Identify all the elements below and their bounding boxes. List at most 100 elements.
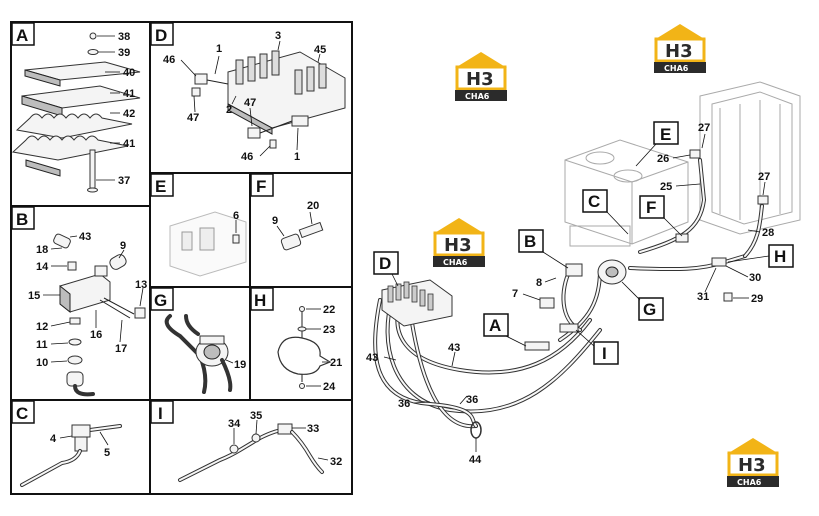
svg-text:44: 44	[469, 454, 482, 466]
main-pump	[524, 259, 627, 351]
svg-text:21: 21	[330, 357, 342, 369]
main-callouts: E C F B D A I	[373, 121, 794, 365]
svg-text:D: D	[379, 254, 391, 273]
svg-text:10: 10	[36, 357, 48, 369]
callout-e: E	[635, 121, 679, 167]
detail-grid	[10, 21, 353, 495]
svg-text:20: 20	[307, 200, 319, 212]
svg-text:41: 41	[123, 88, 135, 100]
svg-text:42: 42	[123, 108, 135, 120]
svg-text:46: 46	[241, 151, 253, 163]
svg-text:40: 40	[123, 67, 135, 79]
svg-text:43: 43	[366, 352, 378, 364]
callout-c: C	[582, 189, 629, 235]
svg-text:47: 47	[244, 97, 256, 109]
callout-g: G	[621, 281, 664, 321]
panel-a-drawing: 38 39 40 41 42 41 37	[11, 31, 141, 193]
svg-text:19: 19	[234, 359, 246, 371]
svg-text:25: 25	[660, 181, 672, 193]
svg-text:27: 27	[698, 122, 710, 134]
svg-text:C: C	[16, 404, 28, 423]
svg-text:22: 22	[323, 304, 335, 316]
svg-text:37: 37	[118, 175, 130, 187]
panel-g-drawing: 19	[164, 314, 246, 394]
svg-text:41: 41	[123, 138, 135, 150]
svg-text:39: 39	[118, 47, 130, 59]
svg-text:29: 29	[751, 293, 763, 305]
panel-f-drawing: 20 9	[272, 200, 324, 251]
panel-i-label: I	[150, 400, 174, 424]
svg-text:47: 47	[187, 112, 199, 124]
svg-text:33: 33	[307, 423, 319, 435]
svg-text:4: 4	[50, 433, 57, 445]
svg-text:5: 5	[104, 447, 110, 459]
svg-text:G: G	[643, 300, 656, 319]
svg-text:F: F	[646, 198, 656, 217]
svg-text:E: E	[660, 125, 671, 144]
panel-h-drawing: 22 23 21 24	[277, 304, 342, 393]
svg-text:38: 38	[118, 31, 130, 43]
callout-b: B	[518, 229, 569, 269]
panel-e-drawing: 6	[169, 210, 247, 277]
svg-text:11: 11	[36, 339, 48, 351]
svg-text:14: 14	[36, 261, 49, 273]
svg-text:34: 34	[228, 418, 241, 430]
callout-h: H	[727, 244, 794, 268]
svg-text:H: H	[254, 291, 266, 310]
svg-text:A: A	[16, 26, 28, 45]
svg-text:B: B	[524, 232, 536, 251]
callout-i: I	[575, 329, 619, 365]
svg-text:18: 18	[36, 244, 48, 256]
svg-text:G: G	[154, 291, 167, 310]
callout-d: D	[373, 251, 399, 287]
svg-text:17: 17	[115, 343, 127, 355]
svg-text:7: 7	[512, 288, 518, 300]
watermark-logo-3: H3 CHA6	[433, 218, 485, 267]
radiator-outline	[699, 81, 801, 235]
panel-i-drawing: 34 35 33 32	[178, 410, 342, 482]
main-part-numbers: 27 26 25 27 28 8 7 30 31 29 43 43 36 36 …	[366, 122, 774, 466]
svg-text:6: 6	[233, 210, 239, 222]
svg-text:12: 12	[36, 321, 48, 333]
svg-text:35: 35	[250, 410, 262, 422]
svg-text:23: 23	[323, 324, 335, 336]
panel-e-label: E	[150, 173, 174, 197]
panel-c-drawing: 4 5	[20, 424, 122, 487]
main-control-valve	[381, 279, 453, 327]
panel-d-drawing: 46 1 3 45 2 47 47 46 1	[163, 30, 346, 163]
panel-d-label: D	[150, 22, 174, 46]
panel-h-label: H	[250, 287, 274, 311]
svg-text:26: 26	[657, 153, 669, 165]
panel-b-drawing: 43 18 9 14 13 15 12 16 17 11 10	[28, 231, 147, 397]
callout-a: A	[483, 313, 527, 347]
svg-text:H: H	[774, 247, 786, 266]
svg-text:CHA6: CHA6	[737, 478, 762, 487]
callout-f: F	[639, 195, 683, 237]
svg-text:F: F	[256, 177, 266, 196]
svg-text:36: 36	[398, 398, 410, 410]
svg-text:H3: H3	[444, 235, 472, 256]
svg-text:H3: H3	[665, 41, 693, 62]
panel-letter-boxes: A D B E F G H C	[11, 22, 274, 424]
svg-text:B: B	[16, 210, 28, 229]
svg-text:I: I	[158, 404, 163, 423]
watermark-logo-1: H3 CHA6	[455, 52, 507, 101]
watermark-logo-4: H3 CHA6	[727, 438, 779, 487]
svg-text:16: 16	[90, 329, 102, 341]
hose-bundle	[373, 158, 764, 439]
svg-text:45: 45	[314, 44, 326, 56]
svg-text:28: 28	[762, 227, 774, 239]
svg-text:2: 2	[226, 104, 232, 116]
svg-text:30: 30	[749, 272, 761, 284]
svg-text:CHA6: CHA6	[443, 258, 468, 267]
svg-text:36: 36	[466, 394, 478, 406]
svg-text:43: 43	[79, 231, 91, 243]
svg-text:1: 1	[294, 151, 300, 163]
svg-text:I: I	[602, 344, 607, 363]
svg-text:8: 8	[536, 277, 542, 289]
svg-text:32: 32	[330, 456, 342, 468]
main-assembly-view	[373, 81, 801, 439]
svg-text:1: 1	[216, 43, 222, 55]
hydraulic-tank-outline	[564, 139, 689, 247]
svg-text:43: 43	[448, 342, 460, 354]
